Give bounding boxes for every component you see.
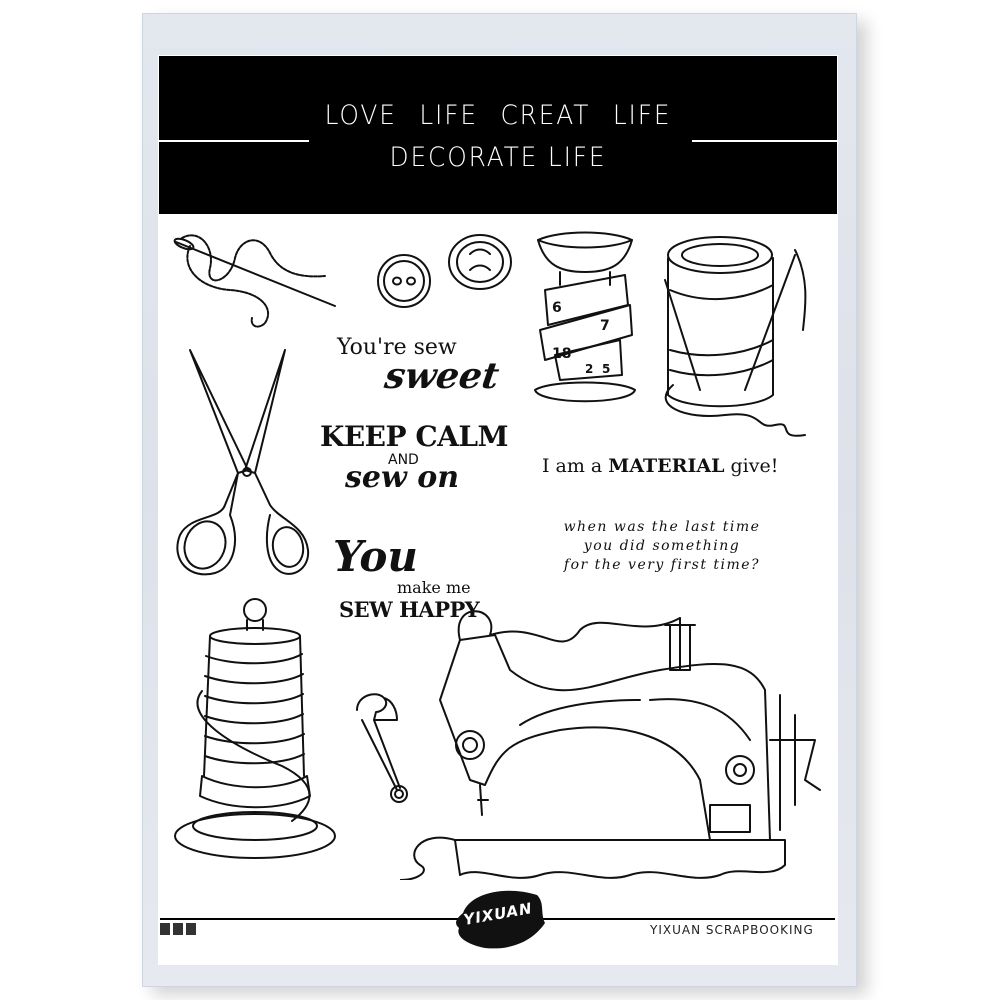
- two-hole-button-icon: [375, 252, 433, 310]
- banner-line-2: DECORATE LIFE: [389, 142, 607, 173]
- banner: [159, 56, 837, 214]
- tape-measure-spool-icon: 6 7 18 2 5: [530, 230, 640, 410]
- stamp-you-make-me-line3: SEW HAPPY: [339, 597, 480, 622]
- svg-text:7: 7: [600, 318, 610, 334]
- safety-pin-icon: [352, 690, 412, 808]
- tape-number-6: 6: [552, 300, 562, 316]
- stamp-material: I am a MATERIAL give!: [542, 455, 779, 477]
- stamp-last-time: when was the last time you did something…: [563, 519, 761, 573]
- sewing-machine-icon: [400, 600, 825, 880]
- brand-name: YIXUAN SCRAPBOOKING: [650, 923, 814, 937]
- stamp-keep-calm-line2: AND: [388, 452, 419, 468]
- svg-text:5: 5: [602, 362, 610, 376]
- banner-rule-right: [692, 140, 838, 142]
- banner-rule-left: [159, 140, 309, 142]
- svg-text:18: 18: [552, 346, 571, 362]
- stamp-keep-calm-line1: KEEP CALM: [320, 420, 509, 453]
- footer-squares: [160, 923, 196, 935]
- yixuan-logo: [445, 883, 555, 953]
- square-1: [160, 923, 170, 935]
- needle-thread-icon: [170, 228, 340, 328]
- square-2: [173, 923, 183, 935]
- wooden-spool-icon: [172, 596, 342, 871]
- four-hole-button-icon: [446, 232, 514, 292]
- banner-line-1: LOVE LIFE CREAT LIFE: [324, 100, 672, 131]
- square-3: [186, 923, 196, 935]
- stamp-sew-sweet-line2: sweet: [382, 355, 502, 397]
- thread-spool-icon: [655, 230, 810, 445]
- svg-text:2: 2: [585, 362, 593, 376]
- stamp-you-make-me-line1: You: [333, 532, 418, 581]
- stamp-you-make-me-line2: make me: [397, 578, 471, 597]
- stamp-sew-sweet-line1: You're sew: [337, 335, 457, 360]
- scissors-icon: [170, 345, 315, 585]
- stamp-keep-calm-line3: sew on: [345, 460, 460, 495]
